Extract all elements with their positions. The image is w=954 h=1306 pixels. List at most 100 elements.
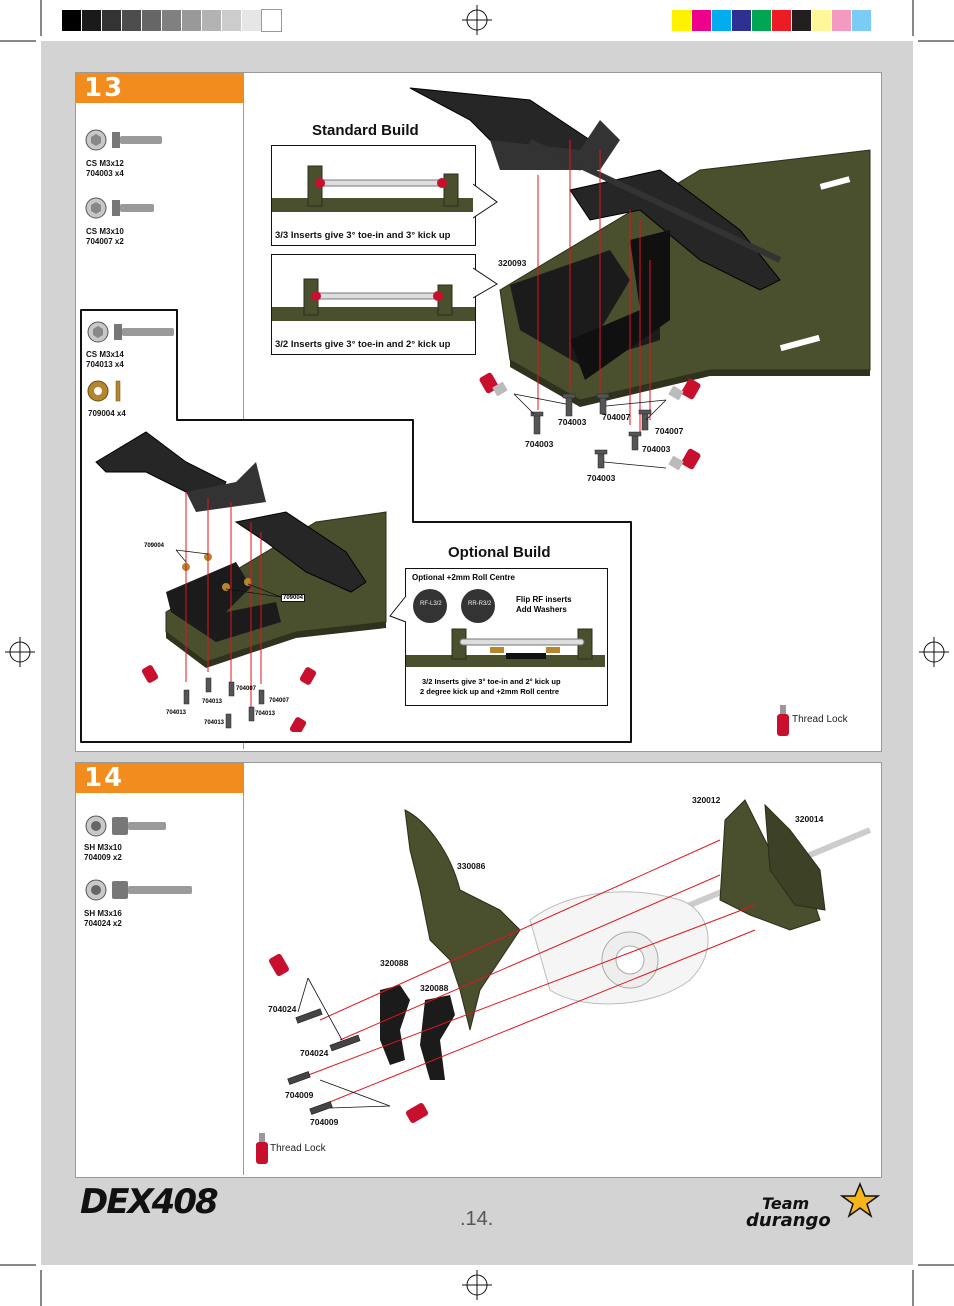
gray-swatch	[182, 10, 201, 31]
sh-m3x16-screw-icon	[85, 879, 192, 901]
standard-build-title: Standard Build	[312, 122, 419, 139]
process-swatch	[792, 10, 811, 31]
cs-m3x10-code: 704007 x2	[86, 237, 124, 246]
part-320093-callout: 320093	[498, 258, 527, 268]
callout-pointers	[473, 183, 498, 299]
step-13-number: 13	[76, 73, 243, 103]
optional-build-illustration	[95, 431, 387, 732]
shock-tower-gearbox-illustration	[269, 799, 872, 1123]
gray-swatch	[162, 10, 181, 31]
opt-704007-callout-b: 704007	[269, 698, 290, 704]
gray-swatch	[222, 10, 241, 31]
insert-right-label: RR-R3/2	[468, 601, 492, 607]
step-13-divider	[243, 73, 244, 749]
insert-left-label: RF-L3/2	[420, 601, 442, 607]
flip-note-1: Flip RF inserts	[516, 595, 572, 604]
hinge-pin-illustration-1	[272, 165, 475, 212]
gray-swatch	[142, 10, 161, 31]
sh-m3x10-label: SH M3x10	[84, 843, 122, 852]
optional-build-detail: Optional +2mm Roll Centre RF-L3/2 RR-R3/…	[405, 568, 608, 706]
gray-swatch	[82, 10, 101, 31]
gray-swatch	[242, 10, 261, 31]
opt-704013-callout-a: 704013	[202, 699, 223, 705]
sh-m3x10-code: 704009 x2	[84, 853, 122, 862]
page-number: .14.	[460, 1208, 494, 1230]
opt-709004-callout: 709004	[144, 543, 165, 549]
cs-m3x10-label: CS M3x10	[86, 227, 124, 236]
opt-704013-callout-c: 704013	[255, 711, 276, 717]
cs-m3x14-code: 704013 x4	[86, 360, 124, 369]
sh-m3x16-label: SH M3x16	[84, 909, 122, 918]
standard-build-detail-1: 3/3 Inserts give 3° toe-in and 3° kick u…	[271, 145, 476, 246]
part-330086-callout: 330086	[457, 861, 486, 871]
process-swatch	[672, 10, 691, 31]
opt-704013-callout-b: 704013	[166, 710, 187, 716]
opt-704013-callout-d: 704013	[204, 720, 225, 726]
brand-line-2: durango	[746, 1210, 831, 1231]
sh-m3x10-screw-icon	[85, 815, 166, 837]
step-13-screws	[479, 372, 701, 471]
part-704007-callout-a: 704007	[602, 412, 631, 422]
part-704009-callout-b: 704009	[310, 1117, 339, 1127]
part-704003-callout-d: 704003	[587, 473, 616, 483]
process-swatch	[692, 10, 711, 31]
cs-m3x12-code: 704003 x4	[86, 169, 124, 178]
standard-build-detail-2: 3/2 Inserts give 3° toe-in and 2° kick u…	[271, 254, 476, 355]
process-swatch	[712, 10, 731, 31]
flip-note-2: Add Washers	[516, 605, 567, 614]
dex408-logo: DEX408	[80, 1182, 219, 1222]
washer-icon	[87, 380, 121, 402]
star-icon	[840, 1182, 880, 1218]
process-swatch	[812, 10, 831, 31]
optional-heading: Optional +2mm Roll Centre	[412, 573, 515, 582]
part-320088-callout-a: 320088	[380, 958, 409, 968]
opt-709004-callout-b: 709004	[281, 594, 306, 602]
optional-caption-1: 3/2 Inserts give 3° toe-in and 2° kick u…	[422, 677, 561, 686]
gray-swatch	[102, 10, 121, 31]
part-704003-callout-b: 704003	[525, 439, 554, 449]
thread-lock-label: Thread Lock	[792, 714, 848, 725]
gray-swatch	[62, 10, 81, 31]
gray-swatch	[261, 9, 282, 32]
cs-m3x14-screw-icon	[87, 321, 174, 343]
process-swatch	[752, 10, 771, 31]
insert-parts-icon	[413, 589, 495, 623]
rear-arm-chassis-illustration	[409, 87, 871, 407]
part-704024-callout-b: 704024	[300, 1048, 329, 1058]
cs-m3x14-label: CS M3x14	[86, 350, 124, 359]
gray-swatch	[122, 10, 141, 31]
roll-centre-hinge-illustration	[406, 628, 605, 667]
process-swatch	[772, 10, 791, 31]
process-swatch	[852, 10, 871, 31]
part-704009-callout-a: 704009	[285, 1090, 314, 1100]
optional-pointer	[389, 595, 407, 623]
brand-line-1: Team	[762, 1194, 810, 1213]
optional-build-title: Optional Build	[448, 544, 551, 561]
cs-m3x10-screw-icon	[85, 197, 154, 219]
step-14-number: 14	[76, 763, 243, 793]
thread-lock-label-14: Thread Lock	[270, 1143, 326, 1154]
gray-swatch	[202, 10, 221, 31]
part-704024-callout-a: 704024	[268, 1004, 297, 1014]
part-704003-callout-a: 704003	[558, 417, 587, 427]
sh-m3x16-code: 704024 x2	[84, 919, 122, 928]
standard-build-caption-2: 3/2 Inserts give 3° toe-in and 2° kick u…	[275, 339, 451, 350]
thread-lock-icon-14	[256, 1133, 268, 1164]
part-320012-callout: 320012	[692, 795, 721, 805]
standard-build-caption-1: 3/3 Inserts give 3° toe-in and 3° kick u…	[275, 230, 451, 241]
thread-lock-icon	[777, 705, 789, 736]
part-704003-callout-c: 704003	[642, 444, 671, 454]
cs-m3x12-label: CS M3x12	[86, 159, 124, 168]
part-704007-callout-b: 704007	[655, 426, 684, 436]
part-320088-callout-b: 320088	[420, 983, 449, 993]
process-swatch	[732, 10, 751, 31]
step-14-divider	[243, 763, 244, 1175]
cs-m3x12-screw-icon	[85, 129, 162, 151]
opt-704007-callout-a: 704007	[236, 686, 257, 692]
part-320014-callout: 320014	[795, 814, 824, 824]
hinge-pin-illustration-2	[272, 278, 475, 321]
assembly-guide-lines	[537, 140, 651, 435]
optional-caption-2: 2 degree kick up and +2mm Roll centre	[420, 687, 560, 696]
color-bars	[0, 0, 954, 40]
